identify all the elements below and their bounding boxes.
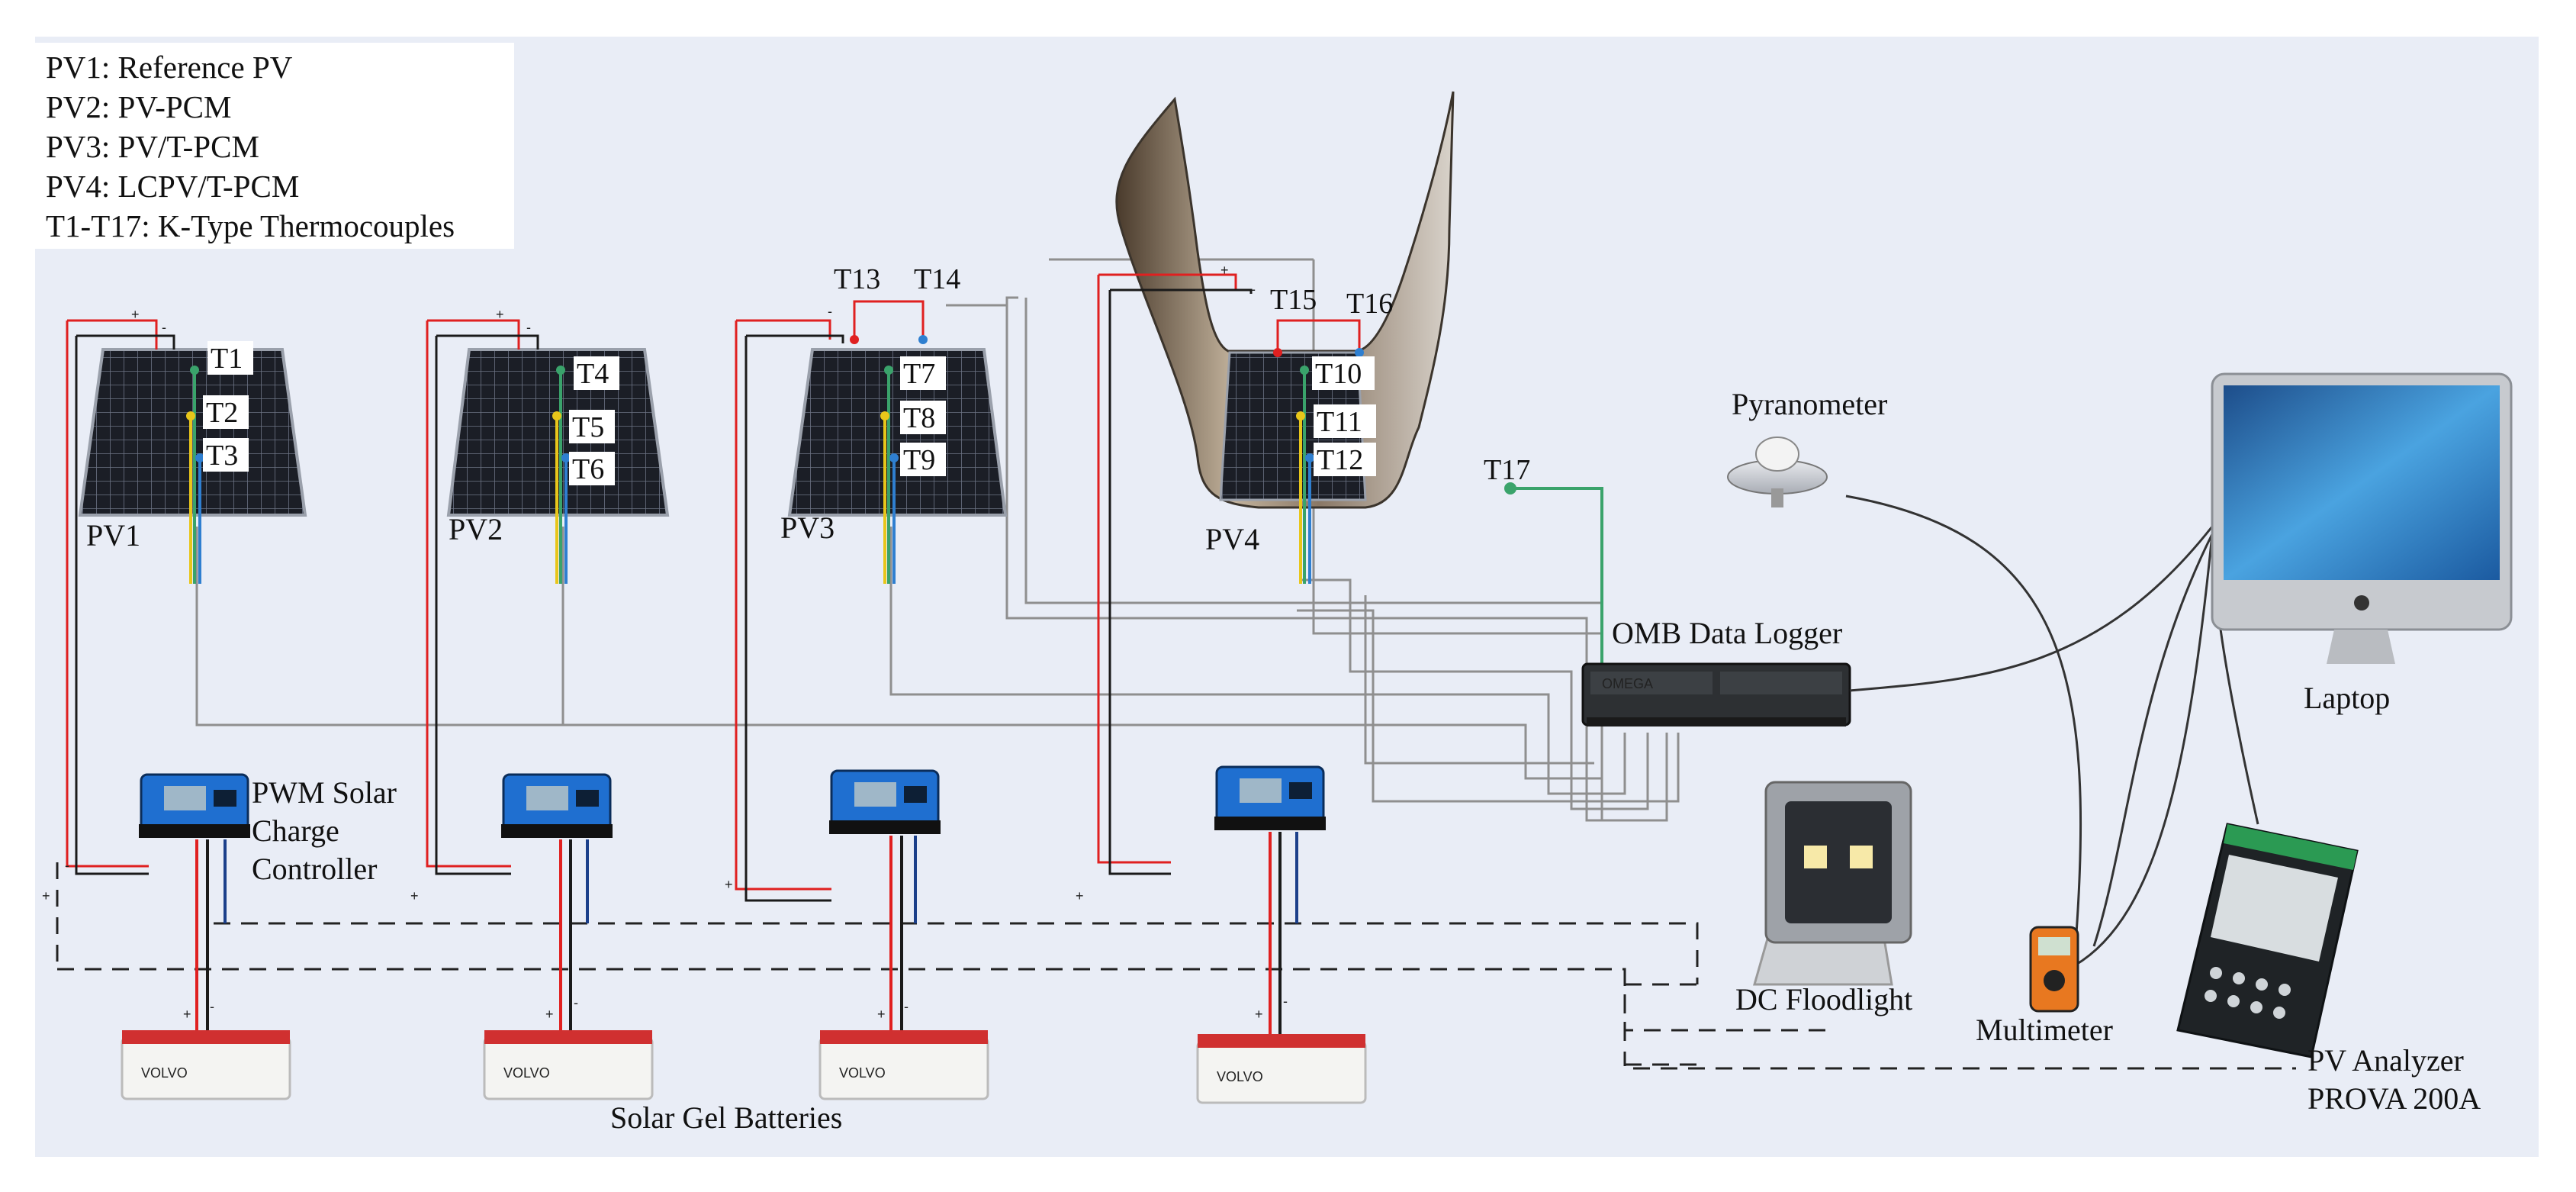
battery-brand-2: VOLVO [503,1065,550,1081]
logger-brand: OMEGA [1602,676,1653,691]
legend-item-pv3: PV3: PV/T-PCM [46,129,259,164]
label-t12: T12 [1317,444,1363,476]
label-floodlight: DC Floodlight [1735,982,1912,1016]
charge-controller-3 [829,769,941,834]
pv1-panel [78,348,307,517]
charge-controllers [139,765,1326,838]
label-t5: T5 [572,411,604,443]
svg-text:+: + [1255,1007,1263,1022]
polarity-marks: +- +- - +- +- + + + +- +- +- +- [42,263,1288,1022]
battery-4 [1196,1034,1367,1104]
component-labels: PWM Solar Charge Controller Solar Gel Ba… [141,387,2481,1135]
label-controller-line1: PWM Solar [252,775,397,810]
svg-text:+: + [1076,888,1084,904]
svg-text:+: + [42,888,50,904]
charge-controller-1 [139,773,250,838]
label-multimeter: Multimeter [1976,1013,2113,1047]
label-t6: T6 [572,453,604,485]
svg-text:-: - [828,304,832,319]
label-laptop: Laptop [2304,681,2390,715]
signal-wires [195,258,1680,822]
label-pv4: PV4 [1205,522,1259,556]
battery-wires [195,832,1298,1038]
label-t16: T16 [1346,288,1393,320]
svg-text:-: - [162,320,166,335]
legend-item-thermocouples: T1-T17: K-Type Thermocouples [46,208,455,243]
svg-text:-: - [65,858,69,873]
t17-probe [1504,482,1516,495]
label-controller-line3: Controller [252,852,377,886]
label-batteries: Solar Gel Batteries [610,1100,842,1135]
battery-1 [121,1030,291,1100]
legend-item-pv4: PV4: LCPV/T-PCM [46,169,300,204]
pv1-assembly [66,319,307,875]
pv3-panel [787,348,1008,517]
label-t11: T11 [1317,406,1362,438]
label-analyzer-line1: PV Analyzer [2307,1043,2464,1078]
label-t2: T2 [206,397,238,429]
battery-3 [818,1030,989,1100]
svg-text:-: - [904,999,909,1014]
label-pv2: PV2 [449,512,503,546]
label-t3: T3 [206,440,238,472]
label-t13: T13 [834,263,880,295]
charge-controller-4 [1214,765,1326,830]
svg-text:-: - [1283,994,1288,1009]
label-t4: T4 [577,358,609,390]
svg-text:+: + [877,1007,886,1022]
label-pyranometer: Pyranometer [1732,387,1887,421]
pv3-assembly [735,300,1008,902]
svg-text:-: - [1251,282,1256,297]
multimeter-device [2029,926,2079,1013]
label-t1: T1 [211,343,243,375]
dashed-lines [56,862,2296,1070]
charge-controller-2 [501,773,613,838]
label-logger: OMB Data Logger [1612,616,1842,650]
panel-labels: PV1 PV2 PV3 PV4 [86,511,1259,556]
label-t10: T10 [1315,358,1362,390]
pv4-reflector [1115,91,1455,509]
svg-text:+: + [183,1007,191,1022]
svg-text:-: - [210,999,214,1014]
svg-text:+: + [131,307,140,322]
pv4-assembly [1097,91,1455,875]
pv-analyzer-device [2176,823,2359,1058]
legend: PV1: Reference PV PV2: PV-PCM PV3: PV/T-… [35,43,514,249]
battery-2 [483,1030,654,1100]
legend-item-pv1: PV1: Reference PV [46,50,293,85]
laptop-device [2211,372,2513,664]
label-pv3: PV3 [780,511,835,545]
battery-brand-3: VOLVO [839,1065,886,1081]
svg-text:+: + [410,888,419,904]
svg-text:-: - [574,995,578,1010]
thermocouple-labels: T1 T2 T3 T4 T5 T6 T7 T8 T9 T10 T11 T12 T… [203,263,1530,486]
legend-item-pv2: PV2: PV-PCM [46,89,232,124]
label-t15: T15 [1270,284,1317,316]
battery-brand-1: VOLVO [141,1065,188,1081]
label-pv1: PV1 [86,518,140,553]
label-t17: T17 [1484,454,1530,486]
floodlight-device [1753,781,1912,986]
label-controller-line2: Charge [252,813,339,848]
svg-text:+: + [496,307,504,322]
batteries [121,1030,1367,1104]
svg-text:+: + [1220,263,1229,278]
label-t9: T9 [903,444,935,476]
label-analyzer-line2: PROVA 200A [2307,1081,2481,1116]
svg-text:+: + [545,1007,554,1022]
svg-text:+: + [725,877,733,892]
label-t7: T7 [903,358,935,390]
label-t14: T14 [914,263,960,295]
battery-brand-4: VOLVO [1217,1069,1263,1084]
pyranometer-device [1727,437,1828,507]
label-t8: T8 [903,402,935,434]
svg-text:-: - [526,320,531,335]
data-logger-device [1581,662,1851,726]
